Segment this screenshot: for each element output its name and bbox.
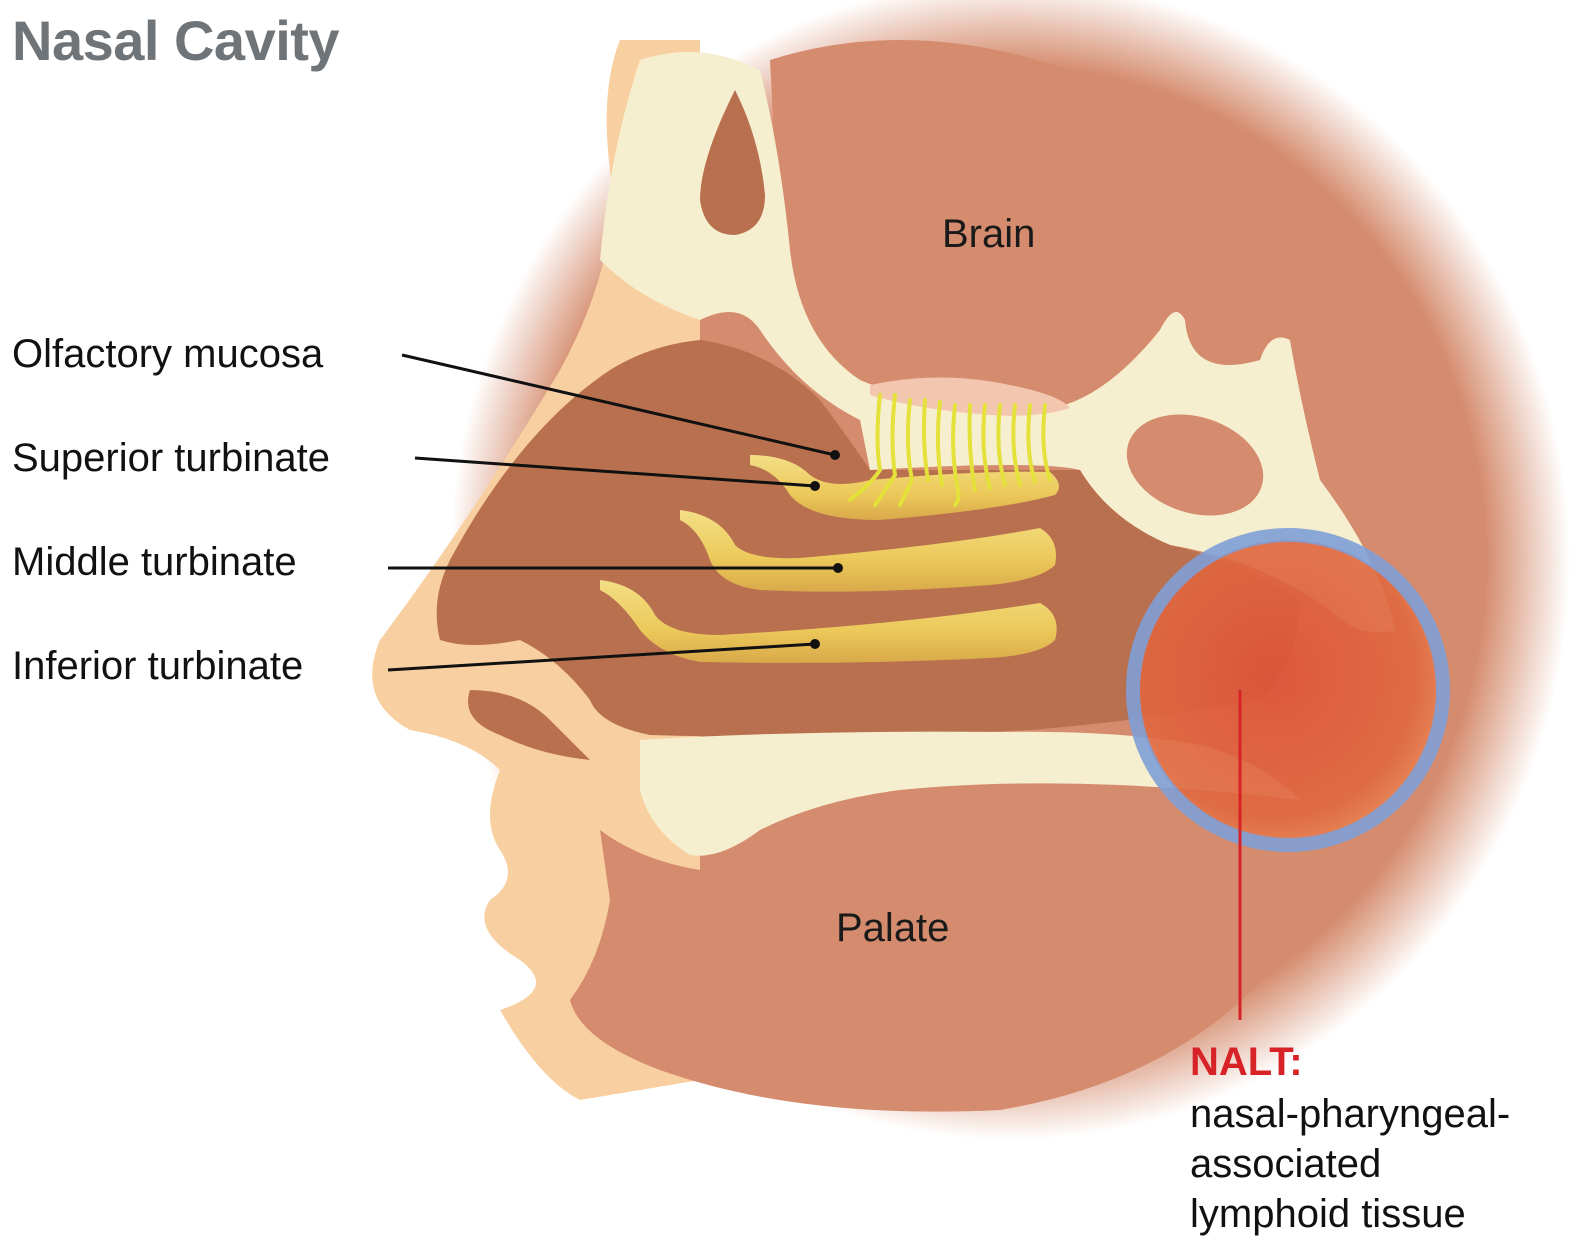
page-title: Nasal Cavity bbox=[12, 9, 340, 72]
palate-label: Palate bbox=[836, 906, 950, 950]
oral-tissue bbox=[570, 794, 1307, 1112]
hard-palate bbox=[640, 731, 1300, 856]
inferior-turbinate-shape bbox=[600, 580, 1057, 663]
nalt-description-line: lymphoid tissue bbox=[1190, 1192, 1466, 1236]
frontal-sinus bbox=[700, 90, 765, 235]
superior-turbinate-label: Superior turbinate bbox=[12, 436, 330, 480]
inferior-turbinate-label: Inferior turbinate bbox=[12, 644, 304, 688]
nalt-description-line: associated bbox=[1190, 1142, 1382, 1186]
middle-turbinate-shape bbox=[680, 510, 1056, 592]
nalt-region bbox=[1126, 528, 1450, 852]
leader-dots bbox=[810, 450, 843, 649]
leader-lines bbox=[387, 353, 838, 672]
superior-turbinate-shape bbox=[750, 455, 1059, 520]
nalt-description-line: nasal-pharyngeal- bbox=[1190, 1092, 1511, 1136]
nostril bbox=[468, 690, 590, 760]
nalt-title: NALT: bbox=[1190, 1040, 1303, 1084]
olfactory-mucosa-label: Olfactory mucosa bbox=[12, 332, 324, 376]
middle-turbinate-label: Middle turbinate bbox=[12, 540, 297, 584]
brain-label: Brain bbox=[942, 212, 1036, 256]
olfactory-nerve-fibers bbox=[848, 393, 1052, 507]
sphenoid-sinus bbox=[1126, 414, 1264, 516]
olfactory-bulb bbox=[870, 377, 1070, 416]
